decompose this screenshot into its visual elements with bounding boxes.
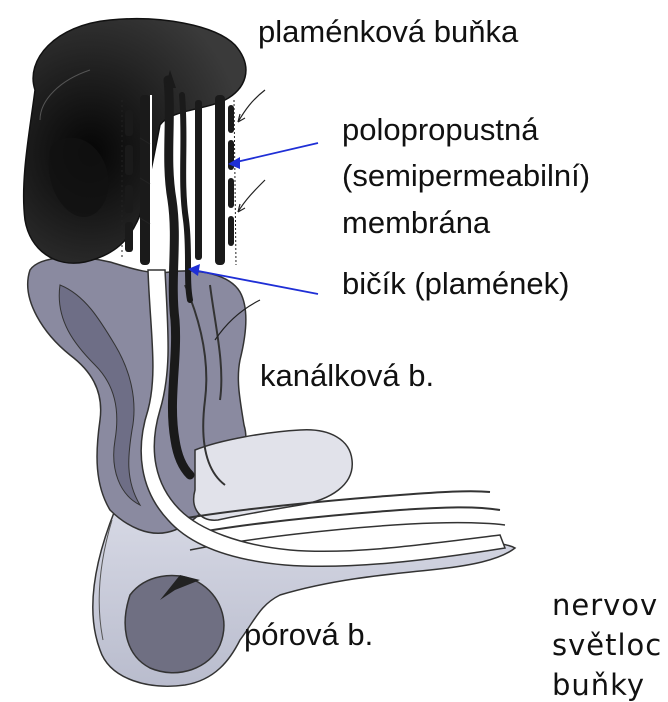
- label-flagellum: bičík (plamének): [342, 266, 569, 302]
- label-canal-cell: kanálková b.: [260, 358, 434, 394]
- label-membrane-line3: membrána: [342, 205, 490, 241]
- label-nerve-line3: buňky: [552, 668, 645, 702]
- label-nerve-line1: nervov: [552, 588, 658, 622]
- label-flame-cell: plaménková buňka: [258, 14, 518, 50]
- flame-cell: [24, 19, 246, 263]
- label-membrane-line2: (semipermeabilní): [342, 158, 590, 194]
- label-membrane-line1: polopropustná: [342, 112, 539, 148]
- label-pore-cell: pórová b.: [244, 617, 373, 653]
- light-cell: [175, 430, 505, 550]
- label-nerve-line2: světloc: [552, 628, 662, 662]
- blue-pointer-arrow: [228, 143, 318, 169]
